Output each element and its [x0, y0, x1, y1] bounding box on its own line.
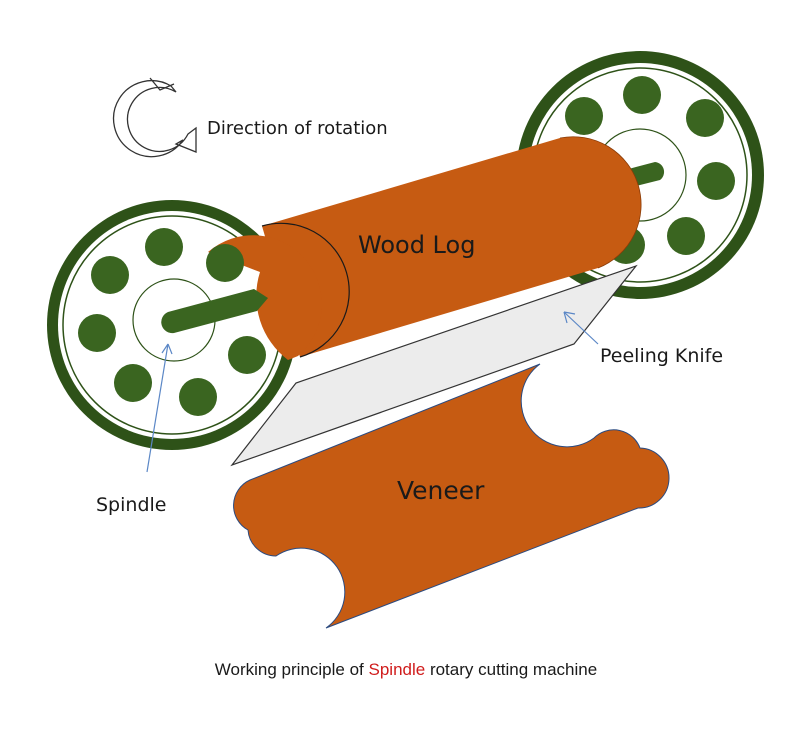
spindle-pointer-line	[146, 343, 169, 473]
bolt	[145, 228, 183, 266]
bolt	[206, 244, 244, 282]
caption-highlight: Spindle	[368, 660, 426, 679]
bolt	[114, 364, 152, 402]
bolt	[78, 314, 116, 352]
caption-text-before: Working principle of	[214, 660, 369, 679]
wood-log	[261, 136, 642, 358]
bolt	[565, 97, 603, 135]
bolt	[623, 76, 661, 114]
spindle-label: Spindle	[96, 494, 166, 516]
figure-caption: Working principle of Spindle rotary cutt…	[0, 660, 812, 680]
left-spindle-wheel	[47, 200, 322, 450]
bolt	[667, 217, 705, 255]
bolt	[228, 336, 266, 374]
knife-label: Peeling Knife	[600, 345, 723, 367]
left-spindle-shaft	[161, 289, 268, 334]
knife-pointer-arrow-icon	[563, 311, 576, 324]
spindle-pointer-arrow-icon	[161, 343, 173, 355]
bolt	[686, 99, 724, 137]
veneer-label: Veneer	[397, 476, 485, 505]
veneer-sheet	[233, 363, 670, 629]
caption-text-after: rotary cutting machine	[425, 660, 598, 679]
bolt	[697, 162, 735, 200]
wood-log-label: Wood Log	[358, 231, 475, 259]
bolt	[179, 378, 217, 416]
rotation-arrow-icon	[112, 77, 197, 158]
knife-pointer-line	[563, 311, 599, 345]
peeling-knife	[230, 264, 638, 467]
rotation-label: Direction of rotation	[207, 118, 388, 139]
bolt	[91, 256, 129, 294]
